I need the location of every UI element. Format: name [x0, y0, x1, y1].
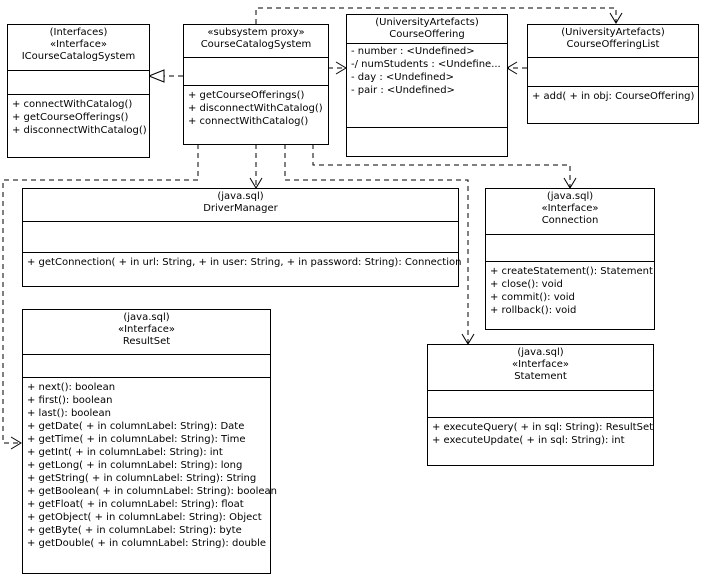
attributes-compartment: [8, 71, 149, 95]
operations-compartment: + getConnection( + in url: String, + in …: [23, 253, 462, 272]
operation: + getString( + in columnLabel: String): …: [27, 473, 257, 484]
class-stereotype: «Interface»: [117, 324, 175, 335]
class-name: Statement: [514, 371, 567, 382]
operation: + disconnectWithCatalog(): [12, 125, 147, 136]
dependency-arrowhead-resultset: [10, 436, 22, 450]
operation: + disconnectWithCatalog(): [188, 103, 323, 114]
attributes-compartment: [486, 235, 654, 262]
class-name: Connection: [541, 215, 599, 226]
class-package: (UniversityArtefacts): [375, 17, 479, 28]
attribute: - day : <Undefined>: [351, 72, 454, 83]
dependency-arrowhead-top: [609, 12, 623, 24]
operations-compartment: + getCourseOfferings() + disconnectWithC…: [184, 86, 328, 131]
operation: + getDouble( + in columnLabel: String): …: [27, 538, 267, 549]
class-courseofferinglist[interactable]: (UniversityArtefacts) CourseOfferingList…: [527, 24, 699, 124]
class-drivermanager[interactable]: (java.sql) DriverManager + getConnection…: [22, 188, 462, 287]
class-coursecatalogsystem[interactable]: «subsystem proxy» CourseCatalogSystem + …: [183, 24, 329, 145]
operation: + close(): void: [490, 279, 563, 290]
attributes-compartment: [23, 355, 270, 378]
class-stereotype: «Interface»: [49, 39, 107, 50]
operation: + executeQuery( + in sql: String): Resul…: [432, 422, 654, 433]
operation: + connectWithCatalog(): [188, 116, 309, 127]
operation: + getTime( + in columnLabel: String): Ti…: [27, 434, 246, 445]
class-package: (java.sql): [217, 191, 264, 202]
class-package: (java.sql): [123, 312, 170, 323]
attributes-compartment: [23, 222, 458, 253]
operation: + getFloat( + in columnLabel: String): f…: [27, 499, 244, 510]
class-icoursecatalogsystem[interactable]: (Interfaces) «Interface» ICourseCatalogS…: [7, 24, 150, 158]
dependency-line-statement: [284, 144, 469, 344]
class-resultset[interactable]: (java.sql) «Interface» ResultSet + next(…: [22, 309, 278, 574]
realization-arrowhead: [147, 69, 165, 83]
class-statement[interactable]: (java.sql) «Interface» Statement + execu…: [427, 344, 654, 466]
class-stereotype: «subsystem proxy»: [207, 27, 305, 38]
class-name: DriverManager: [203, 203, 278, 214]
class-stereotype: «Interface»: [541, 203, 599, 214]
class-courseoffering[interactable]: (UniversityArtefacts) CourseOffering - n…: [346, 14, 508, 157]
class-connection[interactable]: (java.sql) «Interface» Connection + crea…: [485, 188, 655, 330]
class-package: (java.sql): [546, 191, 594, 202]
class-name: CourseOffering: [389, 29, 465, 40]
operation: + getCourseOfferings(): [188, 90, 305, 101]
operations-compartment: + add( + in obj: CourseOffering): [528, 87, 698, 106]
operation: + rollback(): void: [490, 305, 577, 316]
attributes-compartment: - number : <Undefined> -/ numStudents : …: [347, 44, 507, 128]
class-package: (UniversityArtefacts): [561, 27, 665, 38]
attributes-compartment: [428, 391, 653, 418]
attributes-compartment: [528, 58, 698, 87]
operation: + getBoolean( + in columnLabel: String):…: [27, 486, 278, 497]
operation: + getByte( + in columnLabel: String): by…: [27, 525, 242, 536]
operation: + next(): boolean: [27, 382, 116, 393]
operation: + executeUpdate( + in sql: String): int: [432, 435, 625, 446]
class-name: ResultSet: [122, 336, 171, 347]
class-name: CourseOfferingList: [566, 39, 660, 50]
operation: + first(): boolean: [27, 395, 113, 406]
operations-compartment: + connectWithCatalog() + getCourseOfferi…: [8, 95, 149, 140]
operation: + add( + in obj: CourseOffering): [532, 91, 695, 102]
attribute: -/ numStudents : <Undefine...: [351, 59, 501, 70]
operations-compartment: + executeQuery( + in sql: String): Resul…: [428, 418, 653, 450]
operation: + connectWithCatalog(): [12, 99, 133, 110]
operation: + getCourseOfferings(): [12, 112, 129, 123]
operation: + getDate( + in columnLabel: String): Da…: [27, 421, 245, 432]
operation: + getObject( + in columnLabel: String): …: [27, 512, 262, 523]
operation: + getConnection( + in url: String, + in …: [27, 257, 462, 268]
operations-compartment: + createStatement(): Statement + close()…: [486, 262, 654, 320]
class-stereotype: «Interface»: [511, 359, 569, 370]
operation: + getInt( + in columnLabel: String): int: [27, 447, 223, 458]
attribute: - pair : <Undefined>: [351, 85, 455, 96]
operations-compartment: [347, 128, 507, 134]
class-package: (java.sql): [517, 347, 564, 358]
attribute: - number : <Undefined>: [351, 46, 475, 57]
class-name: ICourseCatalogSystem: [21, 51, 136, 62]
attributes-compartment: [184, 58, 328, 86]
operation: + commit(): void: [490, 292, 575, 303]
dependency-line-connection: [312, 144, 571, 188]
class-package: (Interfaces): [49, 27, 108, 38]
operations-compartment: + next(): boolean + first(): boolean + l…: [23, 378, 278, 553]
class-name: CourseCatalogSystem: [200, 39, 312, 50]
operation: + getLong( + in columnLabel: String): lo…: [27, 460, 243, 471]
operation: + last(): boolean: [27, 408, 111, 419]
operation: + createStatement(): Statement: [490, 266, 653, 277]
dependency-line-resultset: [2, 144, 199, 444]
